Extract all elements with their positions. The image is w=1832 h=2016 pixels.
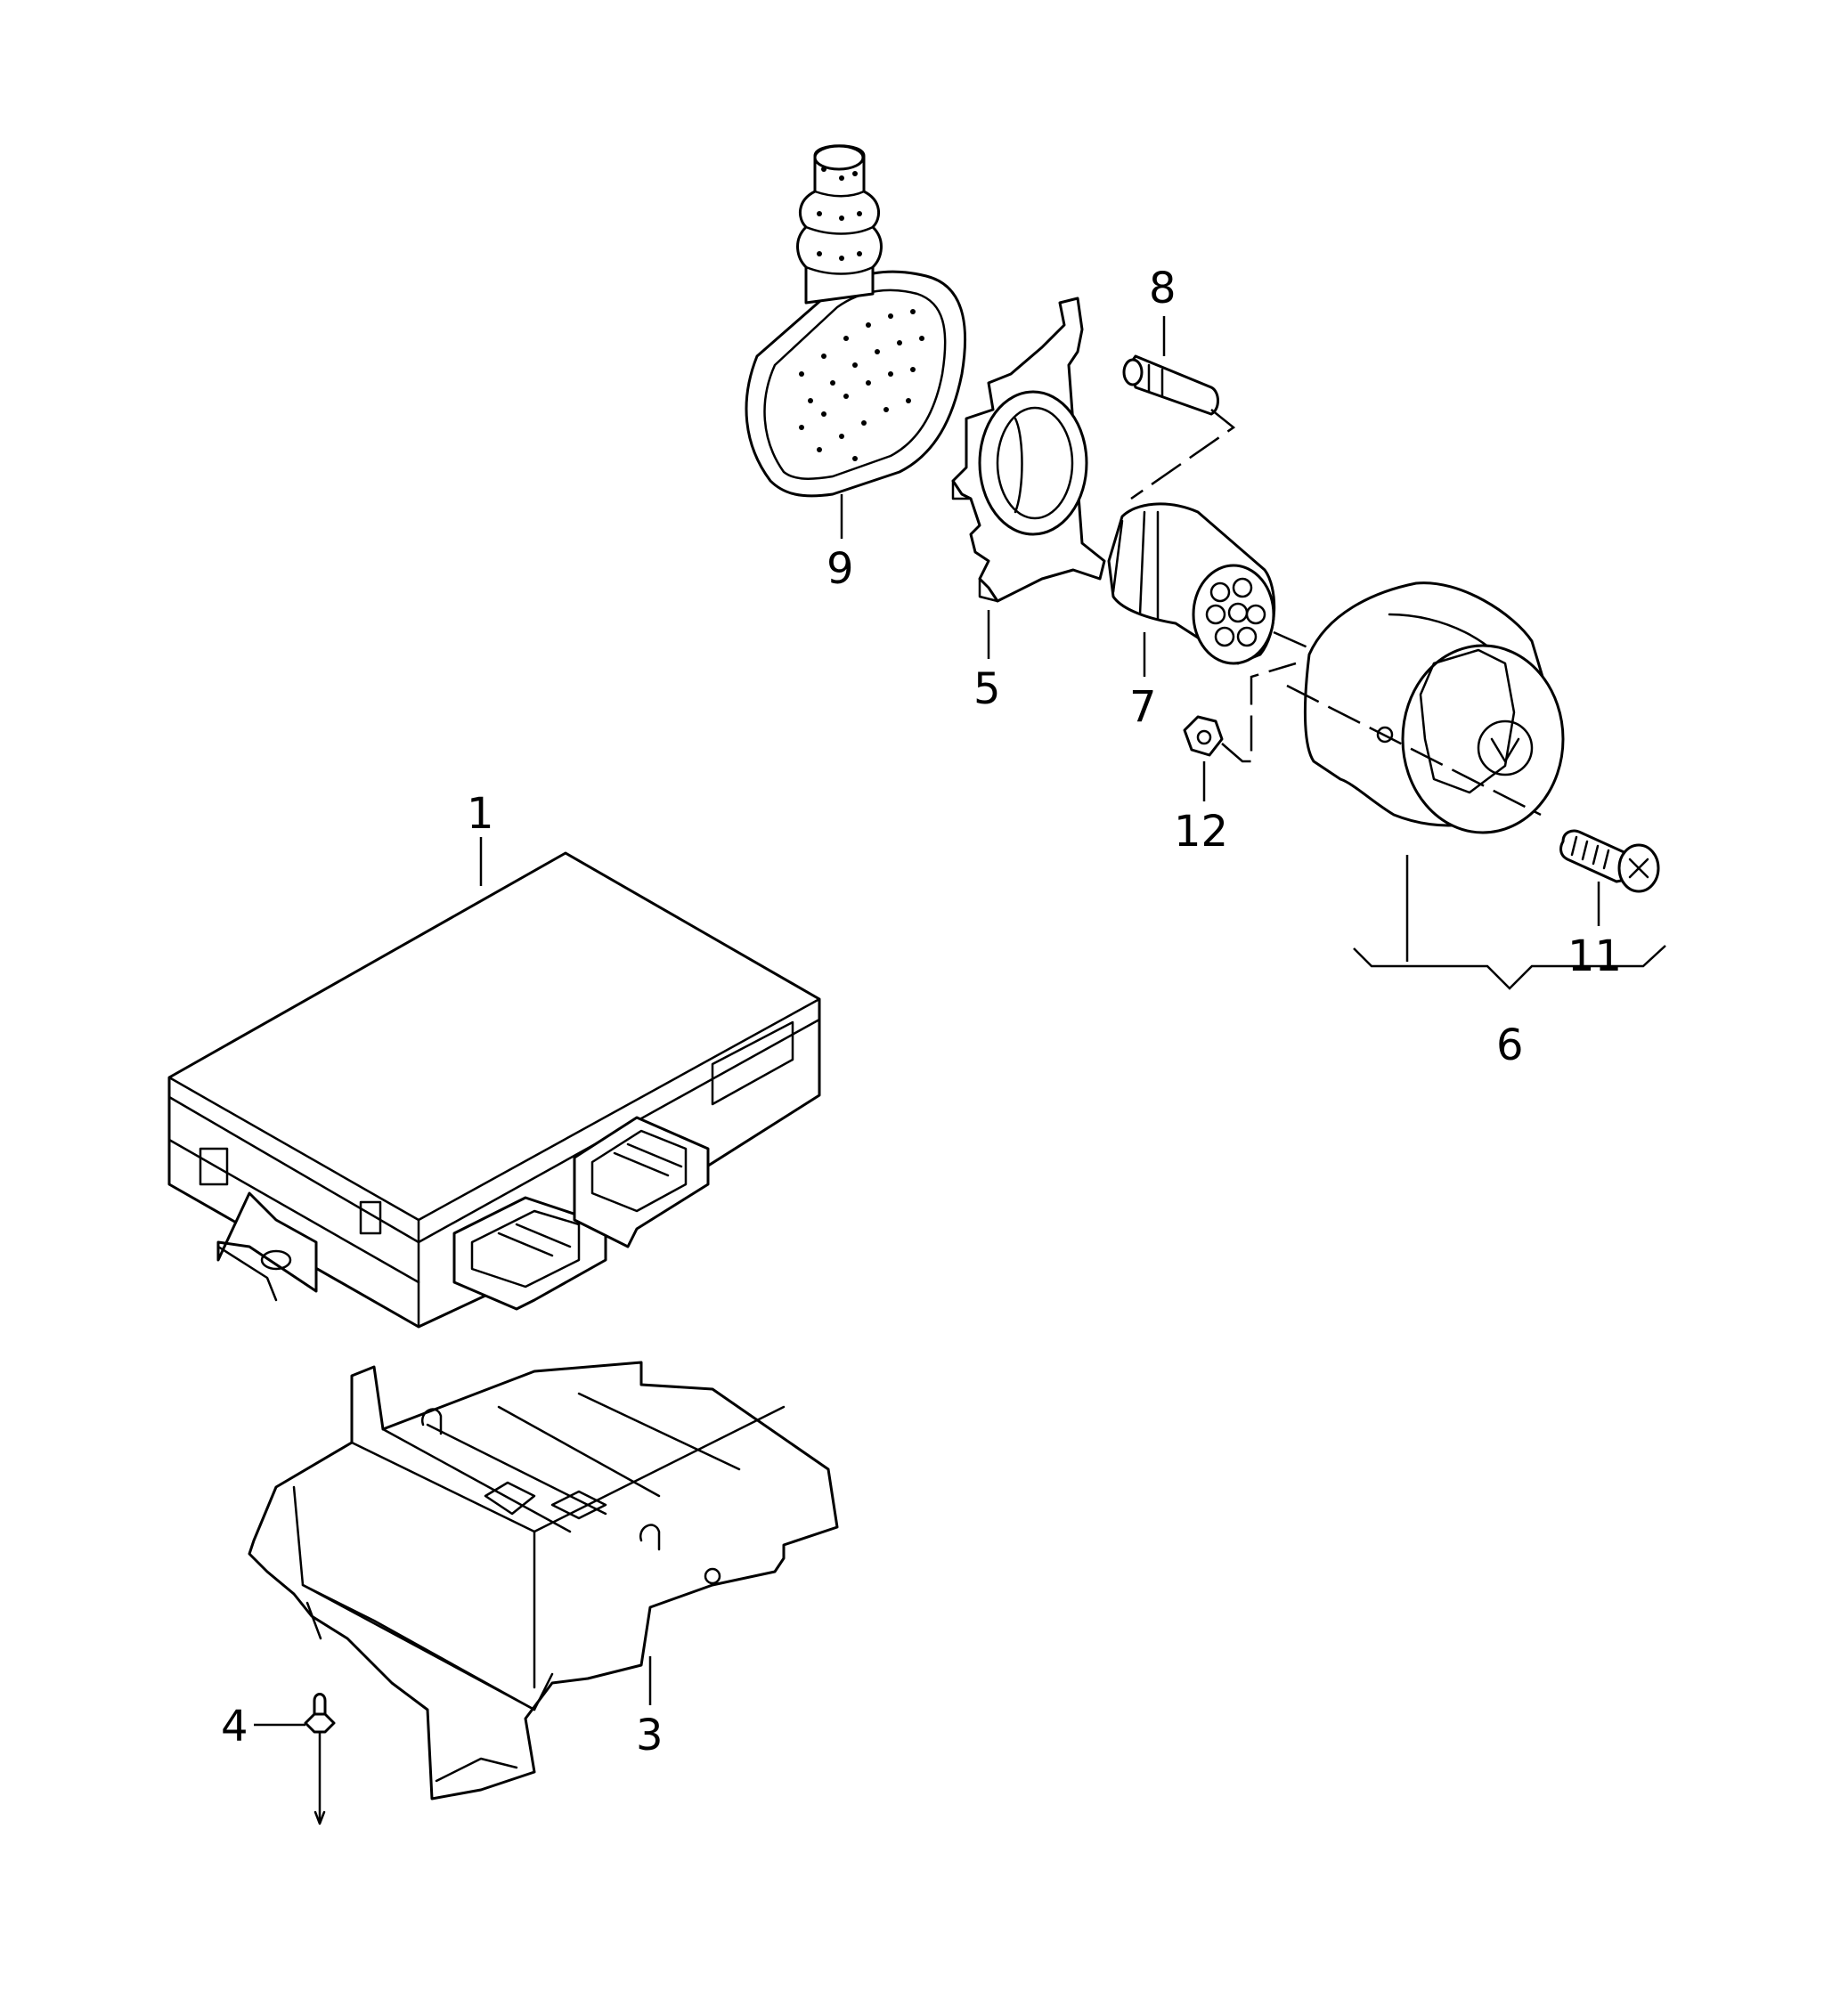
callout-8: 8 <box>1149 264 1177 313</box>
callout-12: 12 <box>1174 807 1228 857</box>
part-1-control-unit <box>167 851 821 1329</box>
callout-1: 1 <box>467 789 494 839</box>
callout-6: 6 <box>1496 1020 1524 1070</box>
part-9-dots <box>799 167 924 461</box>
part-12-nut <box>1183 715 1224 757</box>
part-5-retaining-ring <box>951 297 1106 603</box>
callout-3: 3 <box>636 1711 664 1760</box>
part-7-connector-insert <box>1107 502 1276 665</box>
part-8-pin <box>1122 354 1219 416</box>
part-3-mounting-tray <box>248 1361 839 1801</box>
callout-11: 11 <box>1567 931 1622 981</box>
part-4-rivet <box>304 1693 336 1825</box>
part-9-seal-boot <box>745 144 967 498</box>
part-11-screw <box>1559 829 1660 893</box>
callout-9: 9 <box>826 544 854 594</box>
bracket-6 <box>1353 855 1666 990</box>
part-6-socket-housing <box>1303 581 1565 834</box>
callout-7: 7 <box>1129 682 1157 732</box>
callout-5: 5 <box>973 664 1001 714</box>
callout-4: 4 <box>221 1702 248 1752</box>
